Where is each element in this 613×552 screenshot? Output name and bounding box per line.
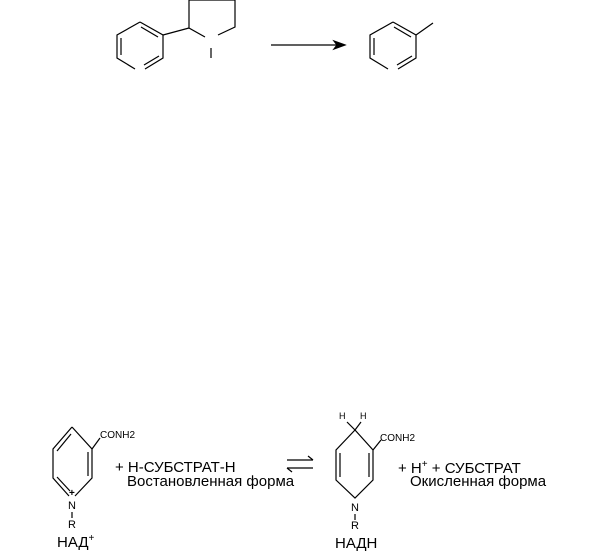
nadh-n-label: N <box>351 502 359 514</box>
equilibrium-arrows <box>286 455 314 473</box>
phenyl-pyrrolidine-structure <box>116 0 236 70</box>
product-h: + H <box>398 460 422 477</box>
product-substrate: + СУБСТРАТ <box>427 460 521 477</box>
toluene-structure <box>369 21 434 70</box>
nad-substituent: CONH2 <box>100 430 136 441</box>
nad-name-text: НАД <box>57 534 89 551</box>
nadh-substituent: CONH2 <box>380 433 416 444</box>
product-formula: + H+ + СУБСТРАТ <box>398 459 521 477</box>
right-arrow <box>271 39 347 51</box>
product-form: Окисленная форма <box>410 473 547 490</box>
nadh-ring <box>335 421 382 520</box>
nad-name-sup: + <box>88 533 95 544</box>
nadh-h2: H <box>360 411 367 421</box>
reactant-formula: + Н-СУБСТРАТ-Н <box>115 459 236 476</box>
nad-n-label: N <box>68 500 76 512</box>
nad-plus-name: НАД+ <box>57 533 95 551</box>
nad-plus-ring <box>52 426 101 518</box>
nadh-name: НАДН <box>335 535 378 552</box>
nadh-h1: H <box>339 411 346 421</box>
product-h-charge: + <box>421 459 428 470</box>
reactant-form: Востановленная форма <box>127 473 295 490</box>
charge-label: + <box>69 488 75 499</box>
nadh-r-label: R <box>351 520 359 532</box>
nad-r-label: R <box>68 519 76 531</box>
